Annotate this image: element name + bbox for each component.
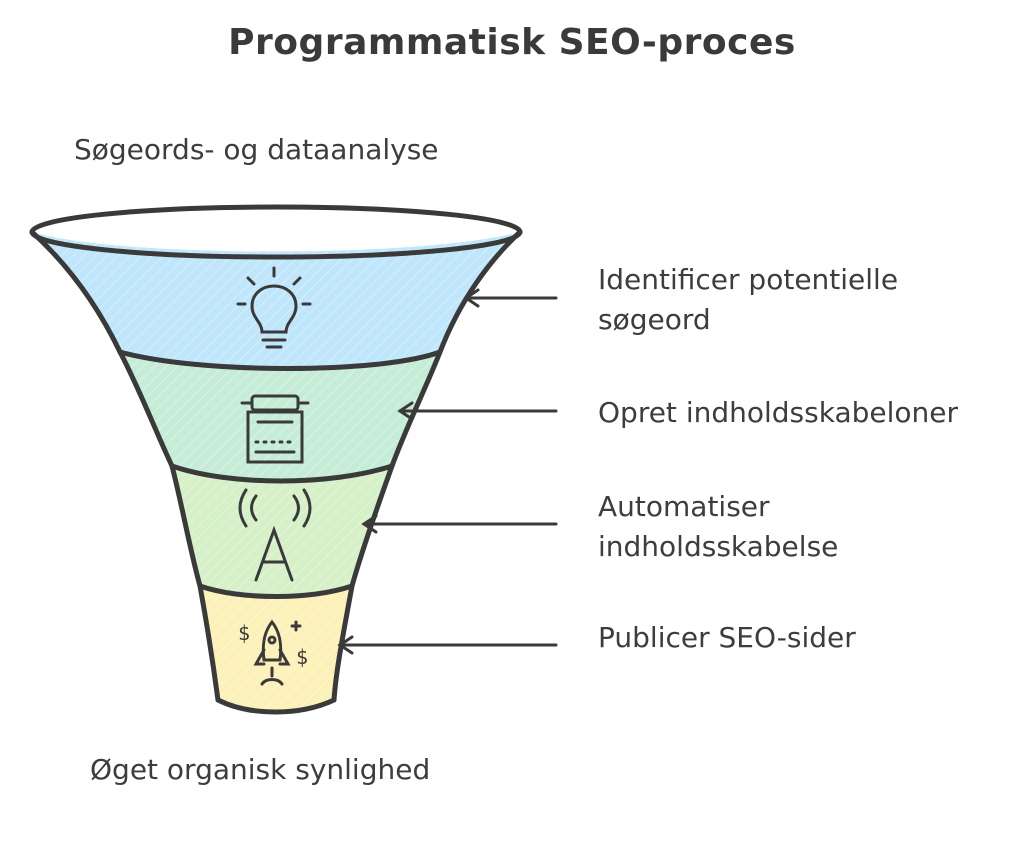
page-title: Programmatisk SEO-proces — [228, 22, 796, 63]
stage-divider-1 — [117, 349, 443, 371]
typewriter-icon — [240, 394, 310, 464]
stage-label-line: Publicer SEO-sider — [598, 621, 856, 654]
connector-stage-4 — [337, 635, 558, 655]
stage-label-line: søgeord — [598, 303, 711, 336]
stage-divider-3 — [197, 583, 355, 599]
stage-divider-2 — [169, 463, 395, 484]
stage-label-identify-keywords: Identificer potentielle søgeord — [598, 260, 898, 340]
funnel-stage-3-hatch — [172, 466, 392, 595]
stage-label-publish-pages: Publicer SEO-sider — [598, 618, 856, 658]
stage-label-line: Automatiser — [598, 490, 770, 523]
broadcast-a-icon — [238, 488, 312, 582]
lightbulb-icon — [236, 266, 312, 349]
funnel-bottom-edge — [215, 697, 337, 715]
funnel-rim — [29, 204, 523, 260]
dollar-sign-left: $ — [238, 621, 250, 645]
funnel-stage-4-hatch — [200, 586, 352, 712]
connector-stage-3 — [361, 514, 558, 534]
stage-label-automate-content: Automatiser indholdsskabelse — [598, 487, 838, 567]
funnel-output-label: Øget organisk synlighed — [90, 753, 431, 786]
funnel-stage-1-hatch — [32, 232, 520, 367]
stage-label-line: Identificer potentielle — [598, 263, 899, 296]
stage-label-line: indholdsskabelse — [598, 530, 839, 563]
dollar-sign-right: $ — [296, 645, 308, 669]
connector-stage-1 — [463, 288, 558, 308]
connector-stage-2 — [397, 401, 558, 421]
rocket-dollar-icon: $ $ — [238, 619, 308, 686]
funnel-input-label: Søgeords- og dataanalyse — [74, 133, 439, 166]
stage-label-line: Opret indholdsskabeloner — [598, 396, 958, 429]
stage-label-create-templates: Opret indholdsskabeloner — [598, 393, 958, 433]
funnel-stage-2-hatch — [120, 352, 440, 480]
